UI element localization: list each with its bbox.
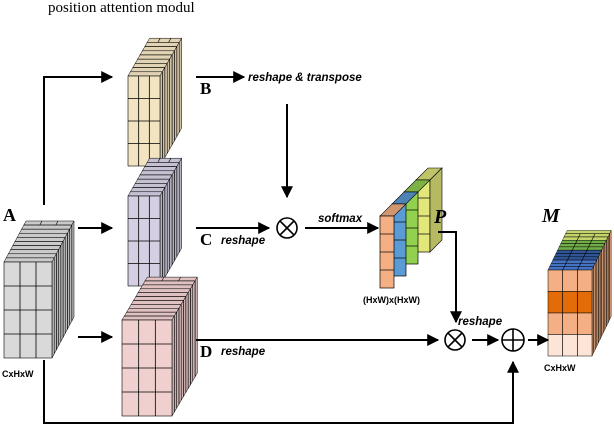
tensor-d-block — [121, 276, 198, 417]
tensor-a-block — [3, 220, 75, 359]
op-d: reshape — [221, 346, 266, 358]
arrows — [43, 71, 550, 424]
op-c: reshape — [221, 235, 266, 247]
multiply-circle-icon — [276, 217, 298, 239]
label-a: A — [3, 205, 16, 225]
label-c: C — [200, 230, 212, 249]
multiply-circle-icon — [444, 329, 466, 351]
tensor-c-block — [127, 157, 183, 287]
dim-m: CxHxW — [544, 363, 576, 373]
label-d: D — [200, 342, 212, 361]
op-b: reshape & transpose — [248, 72, 362, 84]
tensor-m-block — [547, 230, 612, 357]
arrow-p-to-matmul2 — [438, 231, 462, 324]
dim-a: CxHxW — [2, 369, 34, 379]
dim-p: (HxW)x(HxW) — [363, 295, 420, 305]
plus-circle-icon — [501, 328, 525, 352]
label-p: P — [433, 206, 447, 228]
arrow-a-to-b — [43, 71, 114, 205]
arrow-a-to-sum — [43, 360, 519, 424]
tensor-p-block — [379, 167, 443, 289]
caption-fragment: position attention modul — [48, 0, 195, 16]
tensor-b-block — [127, 37, 183, 167]
op-reshape-2: reshape — [458, 316, 503, 328]
label-m: M — [541, 205, 561, 227]
label-b: B — [200, 79, 211, 98]
op-softmax: softmax — [318, 213, 363, 225]
